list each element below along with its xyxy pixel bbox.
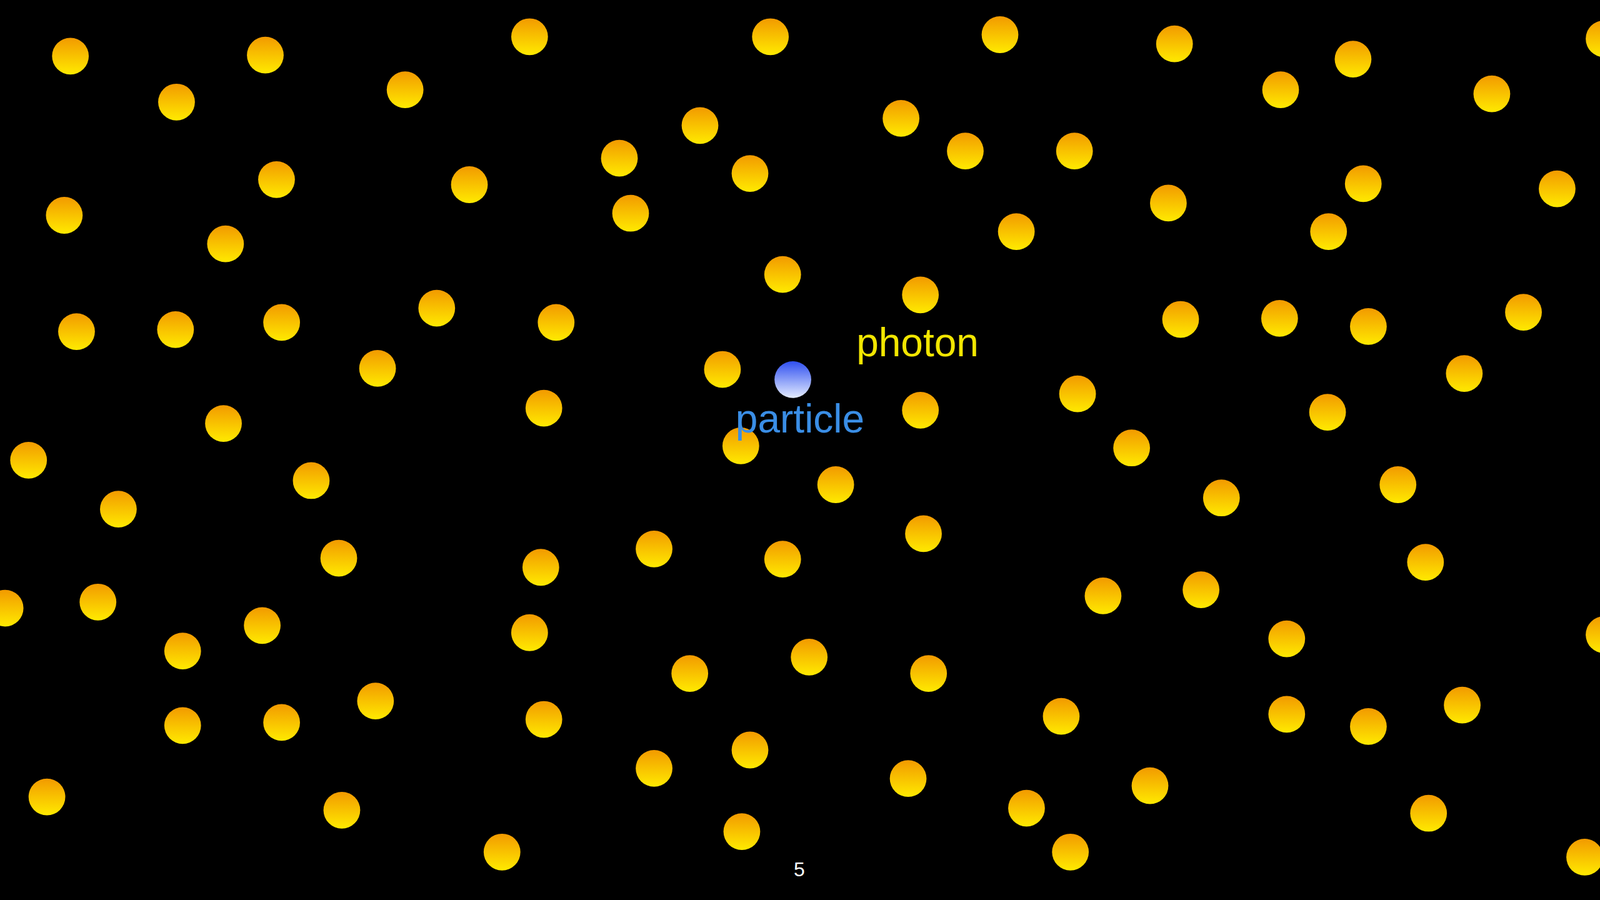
photon-dot	[418, 290, 455, 327]
photon-dot	[246, 36, 284, 74]
photon-dot	[1310, 213, 1347, 250]
photon-dot	[525, 701, 563, 739]
photon-dot	[612, 195, 650, 232]
photon-label: photon	[856, 322, 979, 363]
photon-dot	[817, 466, 855, 504]
photon-dot	[1566, 838, 1600, 876]
photon-dot	[156, 311, 194, 349]
photon-dot	[323, 791, 361, 829]
photon-dot	[1406, 543, 1444, 581]
photon-dot	[1473, 75, 1511, 113]
photon-dot	[1043, 698, 1080, 735]
photon-dot	[356, 682, 394, 720]
photon-dot	[58, 313, 95, 350]
photon-dot	[511, 18, 549, 55]
photon-dot	[764, 256, 802, 294]
photon-dot	[890, 760, 927, 797]
photon-dot	[1156, 25, 1194, 63]
particle-dot	[774, 361, 812, 399]
photon-dot	[1445, 355, 1483, 392]
photon-dot	[1113, 429, 1150, 467]
photon-dot	[483, 833, 521, 871]
photon-dot	[601, 140, 639, 177]
photon-dot	[79, 583, 117, 621]
page-number: 5	[793, 859, 805, 880]
photon-dot	[258, 161, 295, 199]
photon-dot	[790, 638, 828, 676]
photon-dot	[998, 213, 1035, 250]
photon-dot	[293, 462, 330, 500]
photon-dot	[1345, 165, 1382, 202]
photon-dot	[751, 18, 789, 55]
photon-dot	[1309, 393, 1347, 431]
photon-dot	[704, 351, 742, 389]
particle-label: particle	[735, 398, 865, 439]
photon-dot	[537, 304, 575, 342]
photon-dot	[359, 350, 397, 387]
photon-dot	[10, 441, 47, 479]
photon-dot	[164, 632, 202, 670]
photon-dot	[1505, 293, 1542, 331]
photon-dot	[1131, 767, 1169, 805]
photon-dot	[1262, 71, 1300, 109]
photon-dot	[0, 590, 24, 627]
photon-dot	[1335, 40, 1372, 78]
photon-dot	[946, 132, 984, 170]
photon-dot	[635, 530, 673, 568]
photon-dot	[511, 614, 549, 652]
photon-dot	[1268, 620, 1305, 658]
photon-dot	[981, 16, 1019, 54]
photon-dot	[910, 655, 947, 692]
photon-dot	[731, 731, 769, 769]
photon-dot	[386, 71, 424, 109]
photon-dot	[1261, 300, 1299, 337]
photon-dot	[100, 490, 137, 528]
photon-dot	[635, 750, 673, 787]
photon-dot	[1051, 833, 1089, 871]
photon-dot	[522, 548, 560, 586]
photon-dot	[901, 276, 939, 314]
photon-dot	[1268, 695, 1305, 733]
photon-dot	[164, 706, 202, 744]
photon-dot	[525, 390, 563, 427]
photon-dot	[1350, 708, 1387, 745]
photon-dot	[263, 704, 300, 742]
photon-dot	[681, 106, 719, 144]
photon-dot	[263, 304, 300, 342]
photon-dot	[1443, 686, 1481, 724]
photon-dot	[723, 813, 761, 850]
photon-dot	[1085, 577, 1122, 615]
photon-dot	[1538, 170, 1576, 208]
photon-dot	[1059, 375, 1097, 413]
photon-dot	[45, 196, 83, 234]
photon-dot	[1379, 466, 1417, 504]
photon-dot	[243, 606, 281, 644]
photon-dot	[320, 540, 358, 577]
photon-dot	[901, 391, 939, 429]
photon-dot	[731, 155, 769, 192]
photon-dot	[905, 515, 942, 552]
photon-dot	[1585, 20, 1600, 58]
photon-dot	[1150, 185, 1187, 222]
photon-dot	[1410, 795, 1447, 832]
photon-dot	[1008, 790, 1045, 827]
photon-dot	[1203, 479, 1240, 517]
photon-dot	[51, 37, 89, 75]
photon-dot	[1056, 132, 1094, 170]
photon-dot	[1350, 308, 1387, 345]
photon-dot	[1182, 571, 1220, 609]
photon-dot	[205, 405, 242, 442]
photon-dot	[882, 100, 920, 137]
photon-dot	[451, 166, 489, 204]
photon-dot	[671, 655, 709, 692]
photon-dot	[28, 778, 66, 816]
photon-dot	[158, 83, 195, 121]
photon-dot	[1162, 301, 1200, 339]
photon-dots	[0, 16, 1600, 876]
photon-dot	[206, 225, 244, 263]
photon-dot	[764, 540, 802, 578]
photon-dot	[1585, 616, 1600, 654]
